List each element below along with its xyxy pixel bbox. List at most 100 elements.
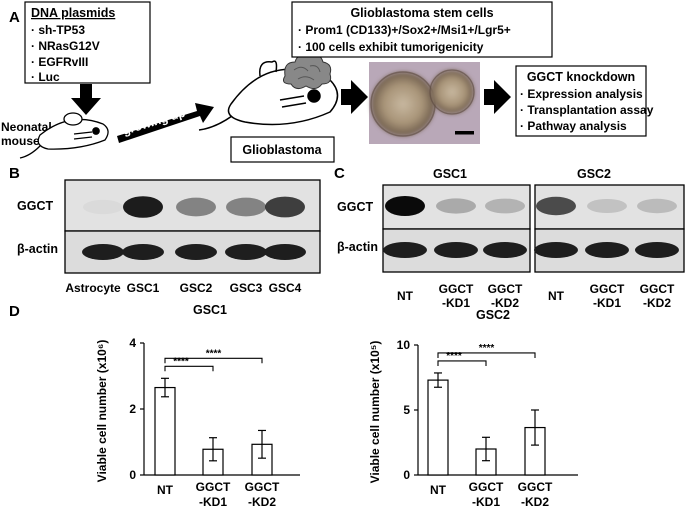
significance-label: ****: [479, 343, 495, 354]
x-tick-label: GGCT: [196, 480, 231, 494]
stem-item: · 100 cells exhibit tumorigenicity: [298, 40, 484, 54]
significance-bracket: [437, 360, 487, 366]
actin-band: [122, 244, 164, 260]
neonatal-label: Neonatal: [1, 120, 52, 134]
ggct-band: [226, 197, 266, 217]
blot-c-lane-label: GGCT: [590, 282, 625, 296]
ggct-band: [436, 198, 476, 214]
actin-band: [264, 244, 306, 260]
knockdown-item: · Transplantation assay: [520, 103, 654, 117]
actin-band: [483, 242, 527, 258]
y-tick-label: 2: [129, 402, 136, 416]
y-tick-label: 5: [403, 403, 410, 417]
actin-band: [82, 244, 124, 260]
ggct-band: [385, 196, 425, 216]
plasmids-box: DNA plasmids · sh-TP53 · NRasG12V · EGFR…: [24, 1, 151, 84]
x-tick-label: -KD1: [472, 495, 500, 509]
blot-c-group-label: GSC1: [433, 167, 467, 181]
scale-bar: [455, 131, 474, 135]
chart-title: GSC1: [193, 303, 227, 317]
actin-band: [434, 242, 478, 258]
blot-c-lane-label: -KD1: [442, 296, 470, 310]
neonatal-label: mouse: [1, 134, 40, 148]
panel-b-letter: B: [9, 165, 20, 182]
blot-c-row-label: GGCT: [337, 200, 373, 214]
ggct-band: [587, 199, 627, 213]
significance-bracket: [164, 365, 214, 372]
blot-b-lane-label: GSC1: [127, 281, 160, 295]
chart-title: GSC2: [476, 308, 510, 322]
plasmids-title: DNA plasmids: [31, 6, 115, 20]
panel-d-letter: D: [9, 303, 20, 320]
plasmid-item: · Luc: [31, 70, 60, 84]
x-tick-label: -KD1: [199, 495, 227, 509]
x-tick-label: GGCT: [245, 480, 280, 494]
ggct-band: [485, 198, 525, 214]
y-tick-label: 0: [129, 468, 136, 482]
actin-band: [585, 242, 629, 258]
significance-bracket: [164, 357, 263, 364]
y-tick-label: 4: [129, 336, 136, 350]
y-tick-label: 10: [397, 338, 411, 352]
stem-title: Glioblastoma stem cells: [350, 6, 493, 20]
significance-label: ****: [173, 356, 189, 367]
bar: [154, 386, 176, 476]
panel-c-letter: C: [334, 165, 345, 182]
blot-b-lane-label: GSC3: [230, 281, 263, 295]
right-arrow-icon: [341, 80, 368, 114]
plasmid-item: · NRasG12V: [31, 39, 100, 53]
blot-b-lane-label: GSC2: [180, 281, 213, 295]
blot-c-lane-label: -KD2: [643, 296, 671, 310]
glioblastoma-box: [230, 136, 335, 163]
actin-band: [225, 244, 267, 260]
plasmid-item: · EGFRvIII: [31, 55, 88, 69]
actin-band: [175, 244, 217, 260]
actin-band: [534, 242, 578, 258]
blot-b-lane-label: Astrocyte: [65, 281, 121, 295]
ggct-band: [265, 196, 305, 218]
blot-c-lane-label: GGCT: [488, 282, 523, 296]
actin-band: [383, 242, 427, 258]
western-blot-c: [382, 184, 685, 273]
ggct-band: [123, 196, 163, 218]
stem-cells-box: Glioblastoma stem cells · Prom1 (CD133)+…: [291, 1, 553, 58]
y-tick-label: 0: [403, 468, 410, 482]
knockdown-box: GGCT knockdown · Expression analysis · T…: [515, 65, 654, 137]
spheroid-micrograph: [369, 62, 480, 144]
x-tick-label: NT: [430, 483, 447, 497]
blot-c-lane-label: -KD1: [593, 296, 621, 310]
panel-a-letter: A: [9, 9, 20, 26]
knockdown-item: · Pathway analysis: [520, 119, 627, 133]
ggct-band: [176, 197, 216, 217]
blot-b-row-label: β-actin: [17, 242, 58, 256]
x-tick-label: GGCT: [469, 480, 504, 494]
tumor-icon: [283, 54, 332, 90]
y-axis-label: Viable cell number (x10⁶): [95, 340, 109, 483]
blot-c-lane-label: NT: [548, 289, 565, 303]
plasmid-item: · sh-TP53: [31, 23, 85, 37]
blot-b-row-label: GGCT: [17, 199, 53, 213]
neonatal-mouse-icon: [19, 112, 109, 159]
significance-label: ****: [446, 351, 462, 362]
x-tick-label: NT: [157, 483, 174, 497]
y-axis-label: Viable cell number (x10⁵): [368, 341, 382, 484]
blot-c-lane-label: GGCT: [640, 282, 675, 296]
actin-band: [635, 242, 679, 258]
x-tick-label: -KD2: [521, 495, 549, 509]
significance-bracket: [437, 352, 536, 358]
x-tick-label: GGCT: [518, 480, 553, 494]
down-arrow-icon: [71, 84, 101, 115]
blot-c-lane-label: -KD2: [491, 296, 519, 310]
ggct-band: [83, 199, 123, 215]
x-tick-label: -KD2: [248, 495, 276, 509]
growing-up-label: growing up: [121, 106, 187, 138]
blot-b-lane-label: GSC4: [269, 281, 302, 295]
knockdown-item: · Expression analysis: [520, 87, 643, 101]
significance-label: ****: [206, 348, 222, 359]
growing-up-arrow: growing up: [117, 103, 214, 143]
ggct-band: [536, 196, 576, 216]
right-arrow-icon: [484, 80, 511, 114]
